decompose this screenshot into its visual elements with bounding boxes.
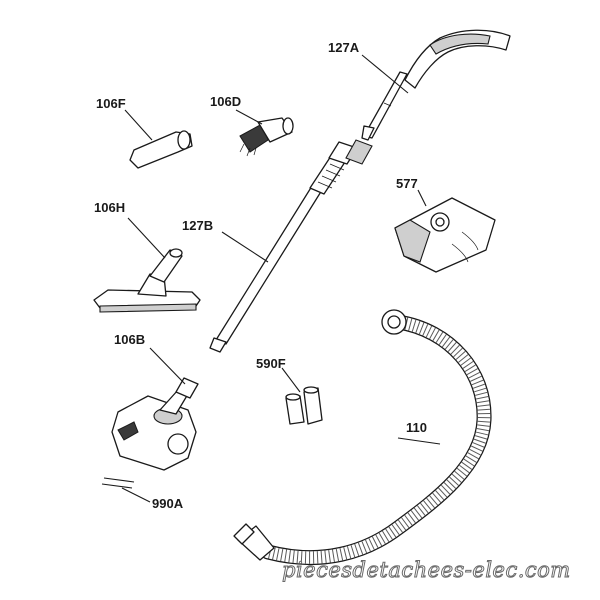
leader-106b — [149, 347, 186, 385]
label-106b: 106B — [114, 332, 146, 347]
part-110-hose — [233, 309, 492, 566]
hose-body — [261, 315, 491, 564]
hose-ribs — [266, 315, 491, 564]
leader-990a — [121, 487, 151, 503]
part-990a-pins — [101, 477, 135, 489]
label-127a: 127A — [328, 40, 360, 55]
part-106h-parquet-nozzle — [93, 248, 201, 313]
label-577: 577 — [396, 176, 418, 191]
leader-106f — [124, 109, 153, 141]
leader-127b — [221, 231, 269, 263]
label-106f: 106F — [96, 96, 126, 111]
part-106f-crevice-tool — [129, 130, 193, 169]
leader-590f — [281, 367, 301, 393]
label-110: 110 — [406, 420, 427, 435]
label-106d: 106D — [210, 94, 242, 109]
label-590f: 590F — [256, 356, 286, 371]
leader-106h — [127, 217, 166, 259]
hose-body-outline — [260, 314, 492, 566]
label-990a: 990A — [152, 496, 184, 511]
leader-127a — [361, 54, 409, 94]
leader-110 — [397, 437, 441, 445]
part-577-dust-bag — [394, 197, 496, 273]
label-127b: 127B — [182, 218, 214, 233]
part-106b-floor-nozzle — [111, 377, 199, 471]
part-127b-tube — [209, 139, 373, 353]
watermark-text: piecesdetachees-elec.com — [282, 558, 571, 583]
leader-106d — [235, 109, 263, 125]
leader-577 — [417, 189, 427, 207]
label-106h: 106H — [94, 200, 126, 215]
part-127a-handle — [361, 29, 511, 141]
part-106d-brush — [239, 117, 294, 157]
part-590f-clips — [285, 386, 323, 425]
